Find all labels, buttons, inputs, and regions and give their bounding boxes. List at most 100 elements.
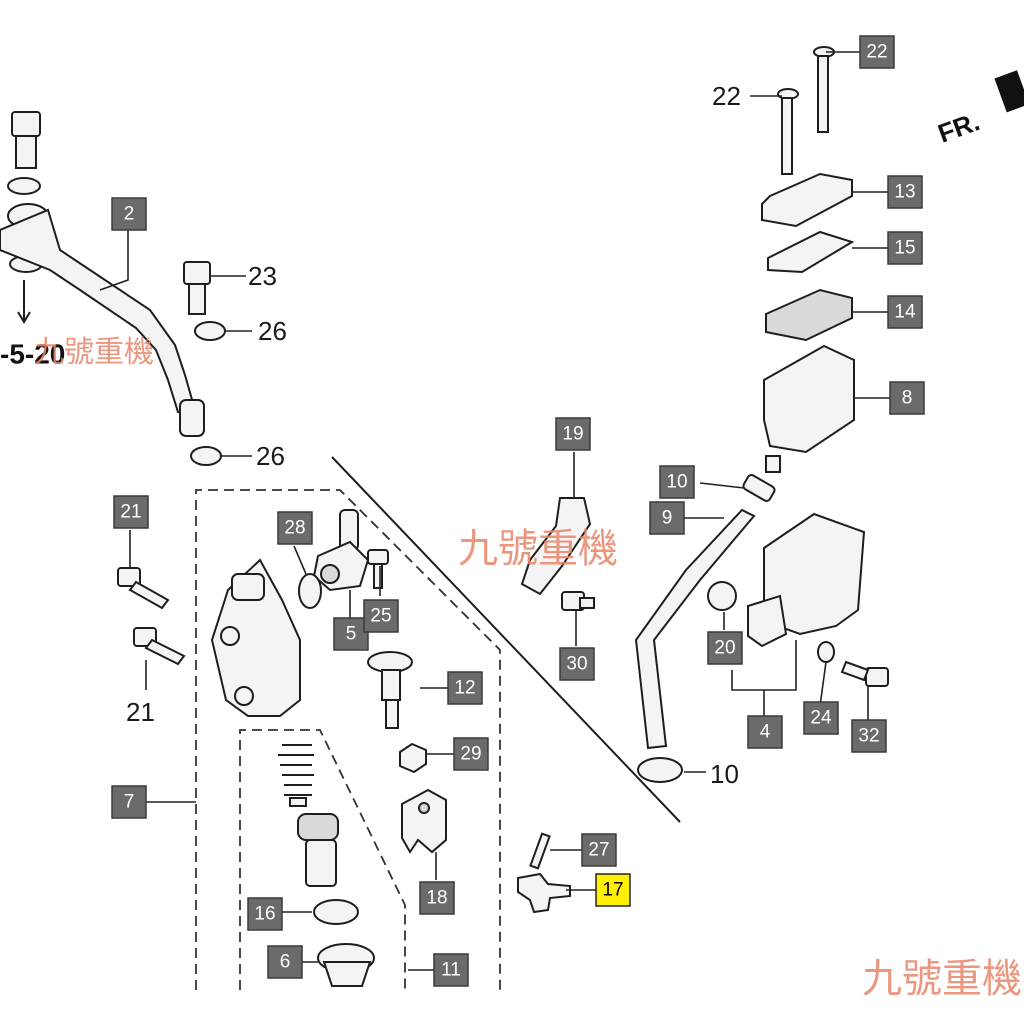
callout-29: 29 [453,737,489,771]
diaphragm-14 [765,288,853,342]
bolt-22-left [777,88,799,175]
joint-18 [401,788,447,854]
bolt-32 [840,660,889,687]
callout-6: 6 [267,945,303,979]
callout-box [559,647,595,681]
reservoir-group-line [331,456,681,823]
plain-label-26-lower: 26 [256,441,285,471]
callout-number: 9 [662,508,673,529]
collar-24 [817,641,835,663]
callout-box [113,495,149,529]
callout-number: 19 [562,424,583,445]
callout-box [803,701,839,735]
callout-box [333,617,369,651]
callout-28: 28 [277,511,313,545]
callout-14: 14 [887,295,923,329]
assembly-outline-7 [195,489,501,990]
circlip-16 [313,899,359,925]
bracket-19 [520,497,592,596]
leader-lines [99,51,890,971]
master-cylinder-body [210,558,301,717]
callout-18: 18 [419,881,455,915]
callout-20: 20 [707,631,743,665]
callout-box [555,417,591,451]
callout-box [581,833,617,867]
callout-number: 27 [588,840,609,861]
reservoir-cap-13 [761,172,853,228]
callout-number: 22 [866,42,887,63]
callout-number: 4 [760,722,771,743]
callout-12: 12 [447,671,483,705]
callout-number: 6 [280,952,291,973]
callout-box [889,381,925,415]
washer-26-lower [190,446,222,466]
plain-label-21: 21 [126,697,155,727]
callout-30: 30 [559,647,595,681]
callout-9: 9 [649,501,685,535]
callout-7: 7 [111,785,147,819]
callout-number: 21 [120,502,141,523]
callout-number: 16 [254,904,275,925]
pin-27 [529,832,551,870]
front-label: FR. [934,106,984,149]
callout-number: 24 [810,708,832,729]
callout-15: 15 [887,231,923,265]
callout-box [887,231,923,265]
callout-box [707,631,743,665]
callout-21a: 21 [113,495,149,529]
callout-box [447,671,483,705]
callout-box [595,873,631,907]
plain-label-23: 23 [248,261,277,291]
bolt-30 [561,591,595,611]
callout-number: 28 [284,518,305,539]
hose-joint-5 [312,509,370,592]
hose-clip-10-lower [637,757,683,783]
push-rod-12 [367,651,413,729]
callout-number: 5 [346,624,357,645]
watermark-upper-left: 九號重機 [34,335,154,370]
callout-number: 14 [894,302,916,323]
callout-box [247,897,283,931]
callout-8: 8 [889,381,925,415]
watermark-lower-right: 九號重機 [862,956,1022,1002]
callout-box [453,737,489,771]
plain-label-10: 10 [710,759,739,789]
brake-hose-2 [0,111,205,437]
callout-box [649,501,685,535]
boot-6 [317,943,375,987]
reservoir-4 [747,512,866,648]
callout-number: 25 [370,606,391,627]
o-ring-28 [298,573,322,609]
callout-number: 10 [666,472,687,493]
callout-number: 30 [566,654,587,675]
hose-clip-10-upper [742,474,776,502]
callout-11: 11 [433,953,469,987]
callout-box [747,715,783,749]
callout-2: 2 [111,197,147,231]
callout-box [111,197,147,231]
callout-number: 7 [124,792,135,813]
callout-box [433,953,469,987]
callout-box [859,35,895,69]
front-arrow-icon [994,70,1024,113]
piston [297,813,339,887]
callout-boxes: 2212852512297166181127171910930204243222… [111,35,925,987]
callout-27: 27 [581,833,617,867]
callout-box [659,465,695,499]
callout-number: 29 [460,744,481,765]
callout-5: 5 [333,617,369,651]
reservoir-8 [763,344,855,473]
callout-13: 13 [887,175,923,209]
screw-25 [367,549,389,589]
callout-number: 32 [858,726,879,747]
washer-26-upper [194,321,226,341]
plain-label-22: 22 [712,81,741,111]
callout-number: 11 [441,960,461,981]
callout-10a: 10 [659,465,695,499]
callout-number: 20 [714,638,735,659]
callout-22a: 22 [859,35,895,69]
reservoir-hose-9 [634,508,756,750]
callout-box [419,881,455,915]
callout-number: 18 [426,888,447,909]
